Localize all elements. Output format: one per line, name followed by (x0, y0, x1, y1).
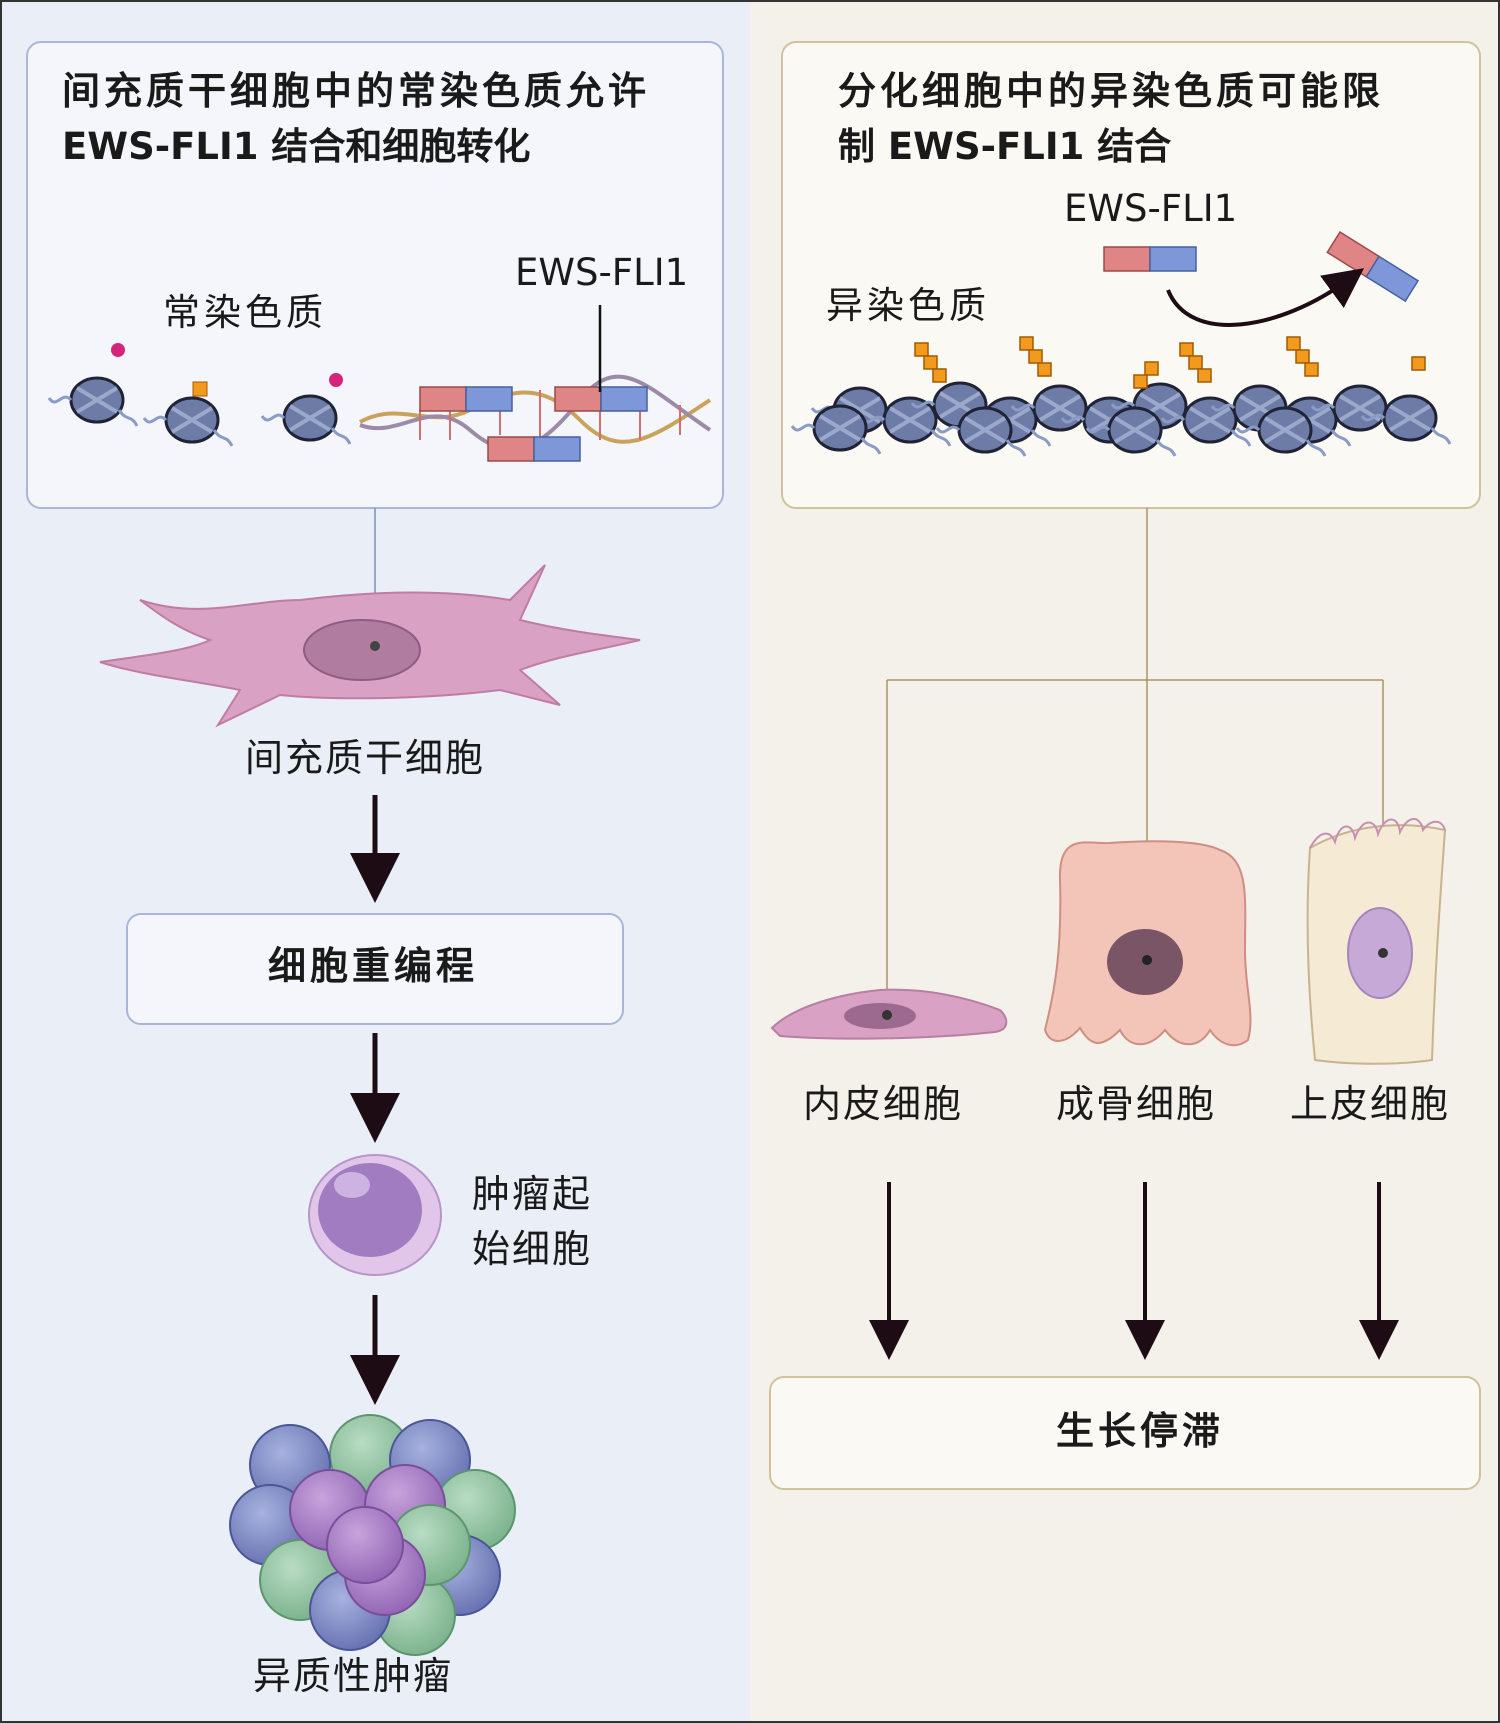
epithelial-label: 上皮细胞 (1290, 1082, 1451, 1126)
deflection-arrow (1166, 268, 1365, 327)
msc-label: 间充质干细胞 (245, 736, 486, 780)
right-ews-fli1-label: EWS-FLI1 (1064, 187, 1238, 230)
left-heading-line2: EWS-FLI1 结合和细胞转化 (62, 125, 531, 168)
growth-arrest-label: 生长停滞 (1056, 1409, 1225, 1453)
histone-marks (914, 336, 1426, 389)
osteoblast (1043, 840, 1252, 1047)
ews-fli1-protein-3 (487, 436, 581, 462)
epithelial-cell (1306, 818, 1447, 1065)
left-heading-line1: 间充质干细胞中的常染色质允许 (62, 69, 651, 113)
endothelial-label: 内皮细胞 (803, 1082, 964, 1126)
endothelial-cell (770, 988, 1008, 1040)
euchromatin-nucleosomes (47, 343, 352, 448)
tumor-initiating-cell (308, 1154, 442, 1276)
osteoblast-label: 成骨细胞 (1056, 1082, 1217, 1126)
ews-fli1-protein-right (1103, 246, 1197, 272)
euchromatin-label: 常染色质 (163, 291, 327, 334)
heterogeneous-tumor (229, 1414, 516, 1656)
reprogramming-box (126, 913, 624, 1025)
tic-label-line1: 肿瘤起 (472, 1172, 593, 1216)
ews-fli1-protein-1 (419, 386, 513, 412)
growth-arrest-box (769, 1376, 1481, 1490)
mesenchymal-stem-cell (99, 564, 641, 728)
right-heading-line1: 分化细胞中的异染色质可能限 (838, 69, 1385, 113)
left-ews-fli1-label: EWS-FLI1 (515, 251, 689, 294)
right-heading-line2: 制 EWS-FLI1 结合 (838, 125, 1172, 168)
tic-label-line2: 始细胞 (472, 1227, 593, 1271)
heterochromatin-label: 异染色质 (826, 284, 990, 327)
reprogramming-label: 细胞重编程 (268, 944, 479, 988)
tumor-label: 异质性肿瘤 (253, 1654, 454, 1698)
